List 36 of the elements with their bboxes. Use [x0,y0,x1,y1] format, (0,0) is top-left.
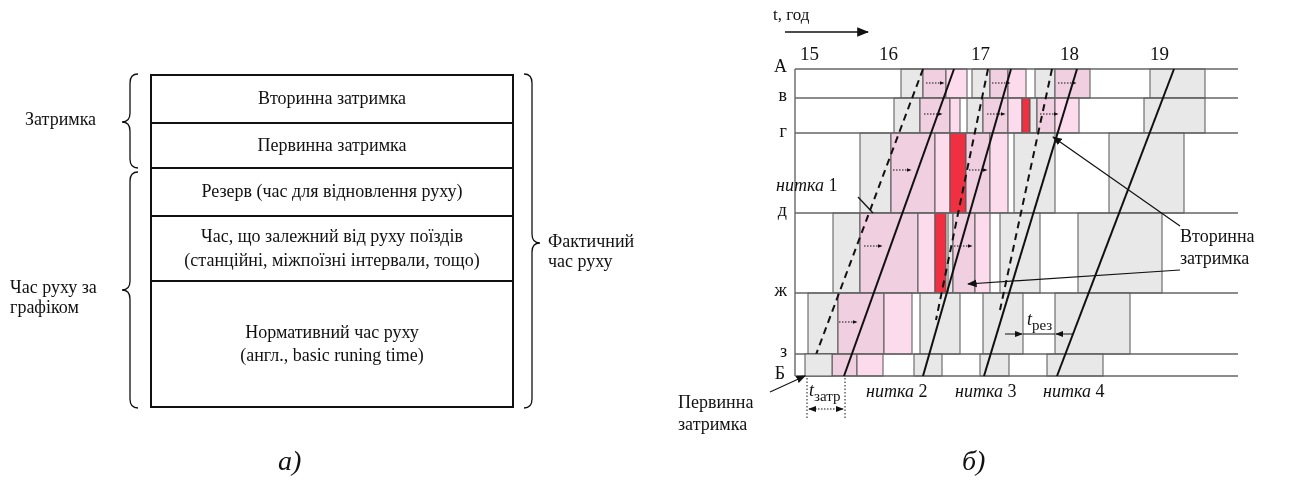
stack-segment: Резерв (час для відновлення руху) [150,169,514,217]
label-text: д [776,201,787,221]
label-text: Затримка [25,110,97,130]
label-text: 16 [879,44,898,65]
leader-arrow [769,375,806,393]
label-text: б) [962,446,986,477]
leader-arrow [967,269,1181,288]
label-text: з [778,342,787,362]
label-text: t$_{затр}$ [809,381,841,405]
leader-line [857,196,874,214]
label-text: г [778,122,787,142]
label-text: 19 [1150,44,1169,65]
label-text: t$_{рез}$ [1027,310,1053,334]
label-text: А [773,57,787,77]
stack-segment: Вторинна затримка [150,74,514,124]
label-text: нитка 3 [955,382,1017,402]
label-text: в [777,86,787,106]
label-text: Час руху за графіком [10,278,98,318]
callout-text: Вторинна затримка [1180,226,1276,270]
label-text: ж [773,281,787,301]
stack-segment: Нормативний час руху (англ., basic runing time) [150,282,514,408]
label-text: Б [773,364,785,384]
label-text: 17 [971,44,990,65]
label-text: 15 [800,44,819,65]
label-text: t, год [773,6,810,25]
label-text: нитка 2 [866,382,928,402]
leader-arrow [1052,136,1181,227]
stack-segment: Первинна затримка [150,124,514,169]
stack-segment: Час, що залежний від руху поїздів (станційні, міжпоїзні інтервали, тощо) [150,217,514,282]
label-text: 18 [1060,44,1079,65]
label-text: Фактичний час руху [548,232,636,272]
schedule-block [804,353,833,377]
callout-text: нитка 1 [776,175,858,197]
label-text: а) [278,446,302,477]
callout-text: Первинна затримка [678,392,770,436]
label-text: нитка 4 [1043,382,1105,402]
